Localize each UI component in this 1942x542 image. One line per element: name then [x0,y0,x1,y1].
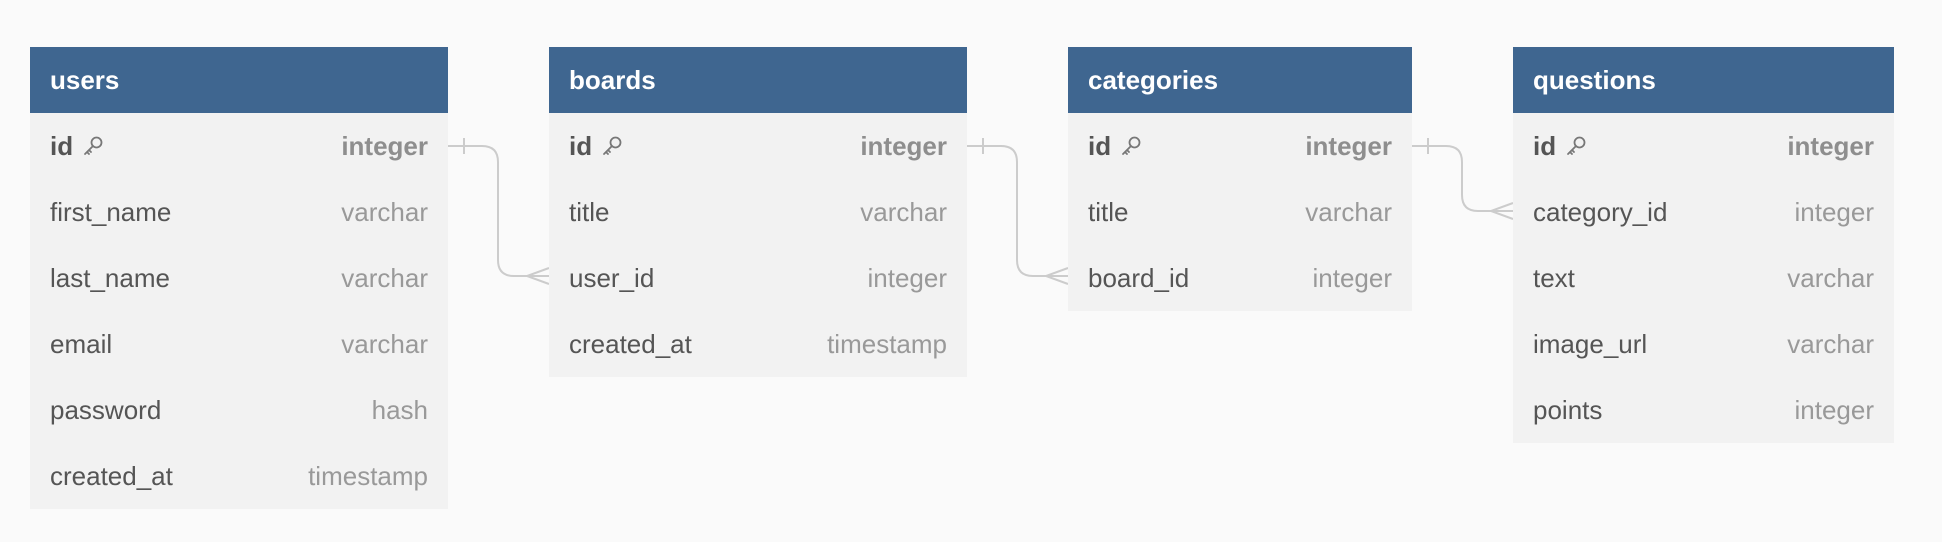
column-type: varchar [341,196,428,227]
column-name: category_id [1533,196,1668,227]
column-name: id [1533,130,1557,161]
column-name: text [1533,262,1575,293]
relationship-categories-questions[interactable] [1412,138,1514,220]
column-type: varchar [1787,328,1874,359]
column-row-users-first_name[interactable]: first_name varchar [30,179,448,245]
column-type: integer [867,262,948,293]
column-name: image_url [1533,328,1648,359]
table-header-users[interactable]: users [30,47,448,113]
column-name: created_at [569,328,692,359]
column-row-boards-id[interactable]: id integer [549,113,967,179]
column-type: timestamp [308,460,428,491]
key-icon [1567,136,1586,155]
column-row-categories-board_id[interactable]: board_id integer [1068,245,1412,311]
key-icon [1122,136,1141,155]
column-name-cell: id [1533,131,1588,162]
column-name: id [569,130,593,161]
column-name: title [569,196,610,227]
column-name: id [1088,130,1112,161]
table-users[interactable]: users id integer first_name varchar last… [30,47,448,509]
column-row-categories-id[interactable]: id integer [1068,113,1412,179]
column-row-boards-title[interactable]: title varchar [549,179,967,245]
table-categories[interactable]: categories id integer title varchar boar… [1068,47,1412,311]
column-type: timestamp [827,328,947,359]
column-type: varchar [860,196,947,227]
column-name: user_id [569,262,655,293]
column-type: integer [1794,394,1875,425]
column-row-questions-category_id[interactable]: category_id integer [1513,179,1894,245]
column-name: first_name [50,196,172,227]
column-row-users-created_at[interactable]: created_at timestamp [30,443,448,509]
column-type: integer [860,130,947,161]
column-row-questions-text[interactable]: text varchar [1513,245,1894,311]
column-type: varchar [341,328,428,359]
column-type: integer [1787,130,1874,161]
column-type: integer [1312,262,1393,293]
column-name: title [1088,196,1129,227]
column-type: varchar [1787,262,1874,293]
column-type: integer [341,130,428,161]
column-name: created_at [50,460,173,491]
column-row-boards-created_at[interactable]: created_at timestamp [549,311,967,377]
column-name-cell: id [569,131,624,162]
column-type: hash [371,394,428,425]
column-name: points [1533,394,1603,425]
column-row-boards-user_id[interactable]: user_id integer [549,245,967,311]
relationship-users-boards[interactable] [448,138,550,285]
column-name: email [50,328,113,359]
key-icon [603,136,622,155]
column-name: id [50,130,74,161]
table-header-boards[interactable]: boards [549,47,967,113]
column-type: integer [1305,130,1392,161]
column-type: varchar [1305,196,1392,227]
column-row-questions-id[interactable]: id integer [1513,113,1894,179]
column-row-users-id[interactable]: id integer [30,113,448,179]
relationship-boards-categories[interactable] [967,138,1069,285]
column-type: varchar [341,262,428,293]
table-header-questions[interactable]: questions [1513,47,1894,113]
column-row-questions-image_url[interactable]: image_url varchar [1513,311,1894,377]
column-name-cell: id [1088,131,1143,162]
table-header-categories[interactable]: categories [1068,47,1412,113]
column-type: integer [1794,196,1875,227]
table-questions[interactable]: questions id integer category_id integer… [1513,47,1894,443]
column-row-users-last_name[interactable]: last_name varchar [30,245,448,311]
column-name: password [50,394,162,425]
column-row-categories-title[interactable]: title varchar [1068,179,1412,245]
column-row-users-password[interactable]: password hash [30,377,448,443]
column-name: last_name [50,262,170,293]
column-name: board_id [1088,262,1190,293]
key-icon [84,136,103,155]
column-row-questions-points[interactable]: points integer [1513,377,1894,443]
table-boards[interactable]: boards id integer title varchar user_id … [549,47,967,377]
column-row-users-email[interactable]: email varchar [30,311,448,377]
column-name-cell: id [50,131,105,162]
